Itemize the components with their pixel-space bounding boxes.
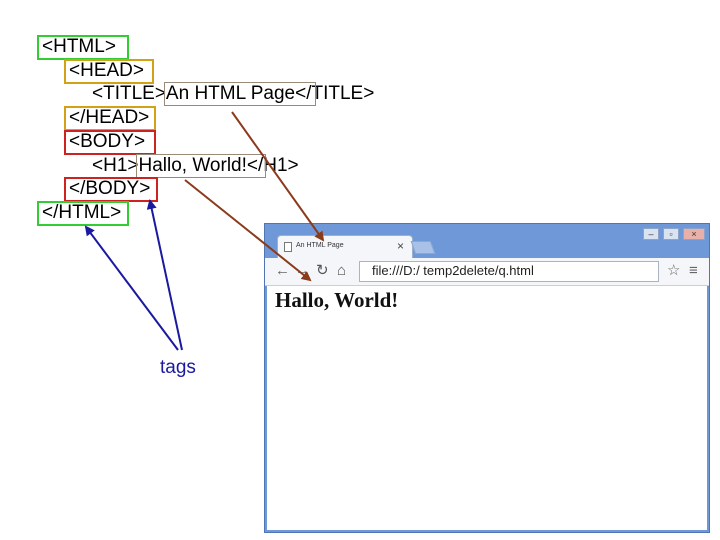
code-body-open: <BODY>	[69, 131, 145, 153]
title-open-tag: <TITLE>	[92, 83, 166, 104]
address-url[interactable]: file:///D:/ temp2delete/q.html	[372, 263, 534, 278]
head-open-tag: <HEAD>	[69, 60, 144, 81]
h1-text-box	[136, 154, 266, 178]
h1-open-tag: <H1>	[92, 155, 139, 176]
menu-wrench-icon[interactable]: ≡	[689, 262, 698, 279]
tags-to-html-arrow	[84, 225, 179, 351]
title-text-box	[164, 82, 316, 106]
head-close-box	[64, 106, 156, 131]
code-html-close: </HTML>	[42, 202, 121, 224]
html-open-tag: <HTML>	[42, 36, 116, 57]
body-close-tag: </BODY>	[69, 178, 151, 199]
browser-toolbar: ← → ↻ ⌂ file:///D:/ temp2delete/q.html ☆…	[265, 258, 709, 286]
back-arrow-icon[interactable]: ←	[275, 262, 290, 279]
reload-icon[interactable]: ↻	[316, 262, 329, 279]
code-title-line: <TITLE>An HTML Page</TITLE>	[92, 83, 374, 105]
tags-to-body-arrow	[146, 199, 183, 351]
code-head-open: <HEAD>	[69, 60, 144, 82]
tags-label: tags	[160, 357, 196, 378]
maximize-icon[interactable]: ▫	[663, 228, 679, 240]
new-tab-button[interactable]	[410, 241, 436, 254]
browser-tab[interactable]: An HTML Page ×	[277, 235, 413, 258]
bookmark-star-icon[interactable]: ☆	[667, 262, 681, 279]
tab-close-icon[interactable]: ×	[396, 239, 404, 253]
page-favicon-icon	[284, 242, 292, 252]
body-close-box	[64, 177, 158, 202]
home-icon[interactable]: ⌂	[337, 262, 347, 279]
head-close-tag: </HEAD>	[69, 107, 150, 128]
html-close-tag: </HTML>	[42, 202, 122, 223]
code-body-close: </BODY>	[69, 178, 150, 200]
address-bar[interactable]: file:///D:/ temp2delete/q.html	[359, 261, 659, 282]
html-open-box	[37, 35, 129, 60]
browser-titlebar: An HTML Page × – ▫ ×	[265, 224, 709, 258]
code-head-close: </HEAD>	[69, 107, 149, 129]
title-text: An HTML Page	[165, 83, 296, 104]
browser-viewport: Hallo, World!	[267, 286, 707, 530]
code-html-open: <HTML>	[42, 36, 116, 58]
title-close-tag: </TITLE>	[295, 83, 375, 104]
h1-text: Hallo, World!	[138, 155, 247, 176]
tab-title: An HTML Page	[296, 242, 344, 249]
browser-window: An HTML Page × – ▫ × ← → ↻ ⌂ file:///D:/…	[264, 223, 710, 533]
html-close-box	[37, 201, 129, 226]
head-open-box	[64, 59, 154, 84]
rendered-h1: Hallo, World!	[275, 288, 399, 312]
minimize-icon[interactable]: –	[643, 228, 659, 240]
body-open-tag: <BODY>	[69, 131, 146, 152]
forward-arrow-icon[interactable]: →	[295, 262, 310, 279]
body-open-box	[64, 130, 156, 155]
window-close-icon[interactable]: ×	[683, 228, 705, 240]
